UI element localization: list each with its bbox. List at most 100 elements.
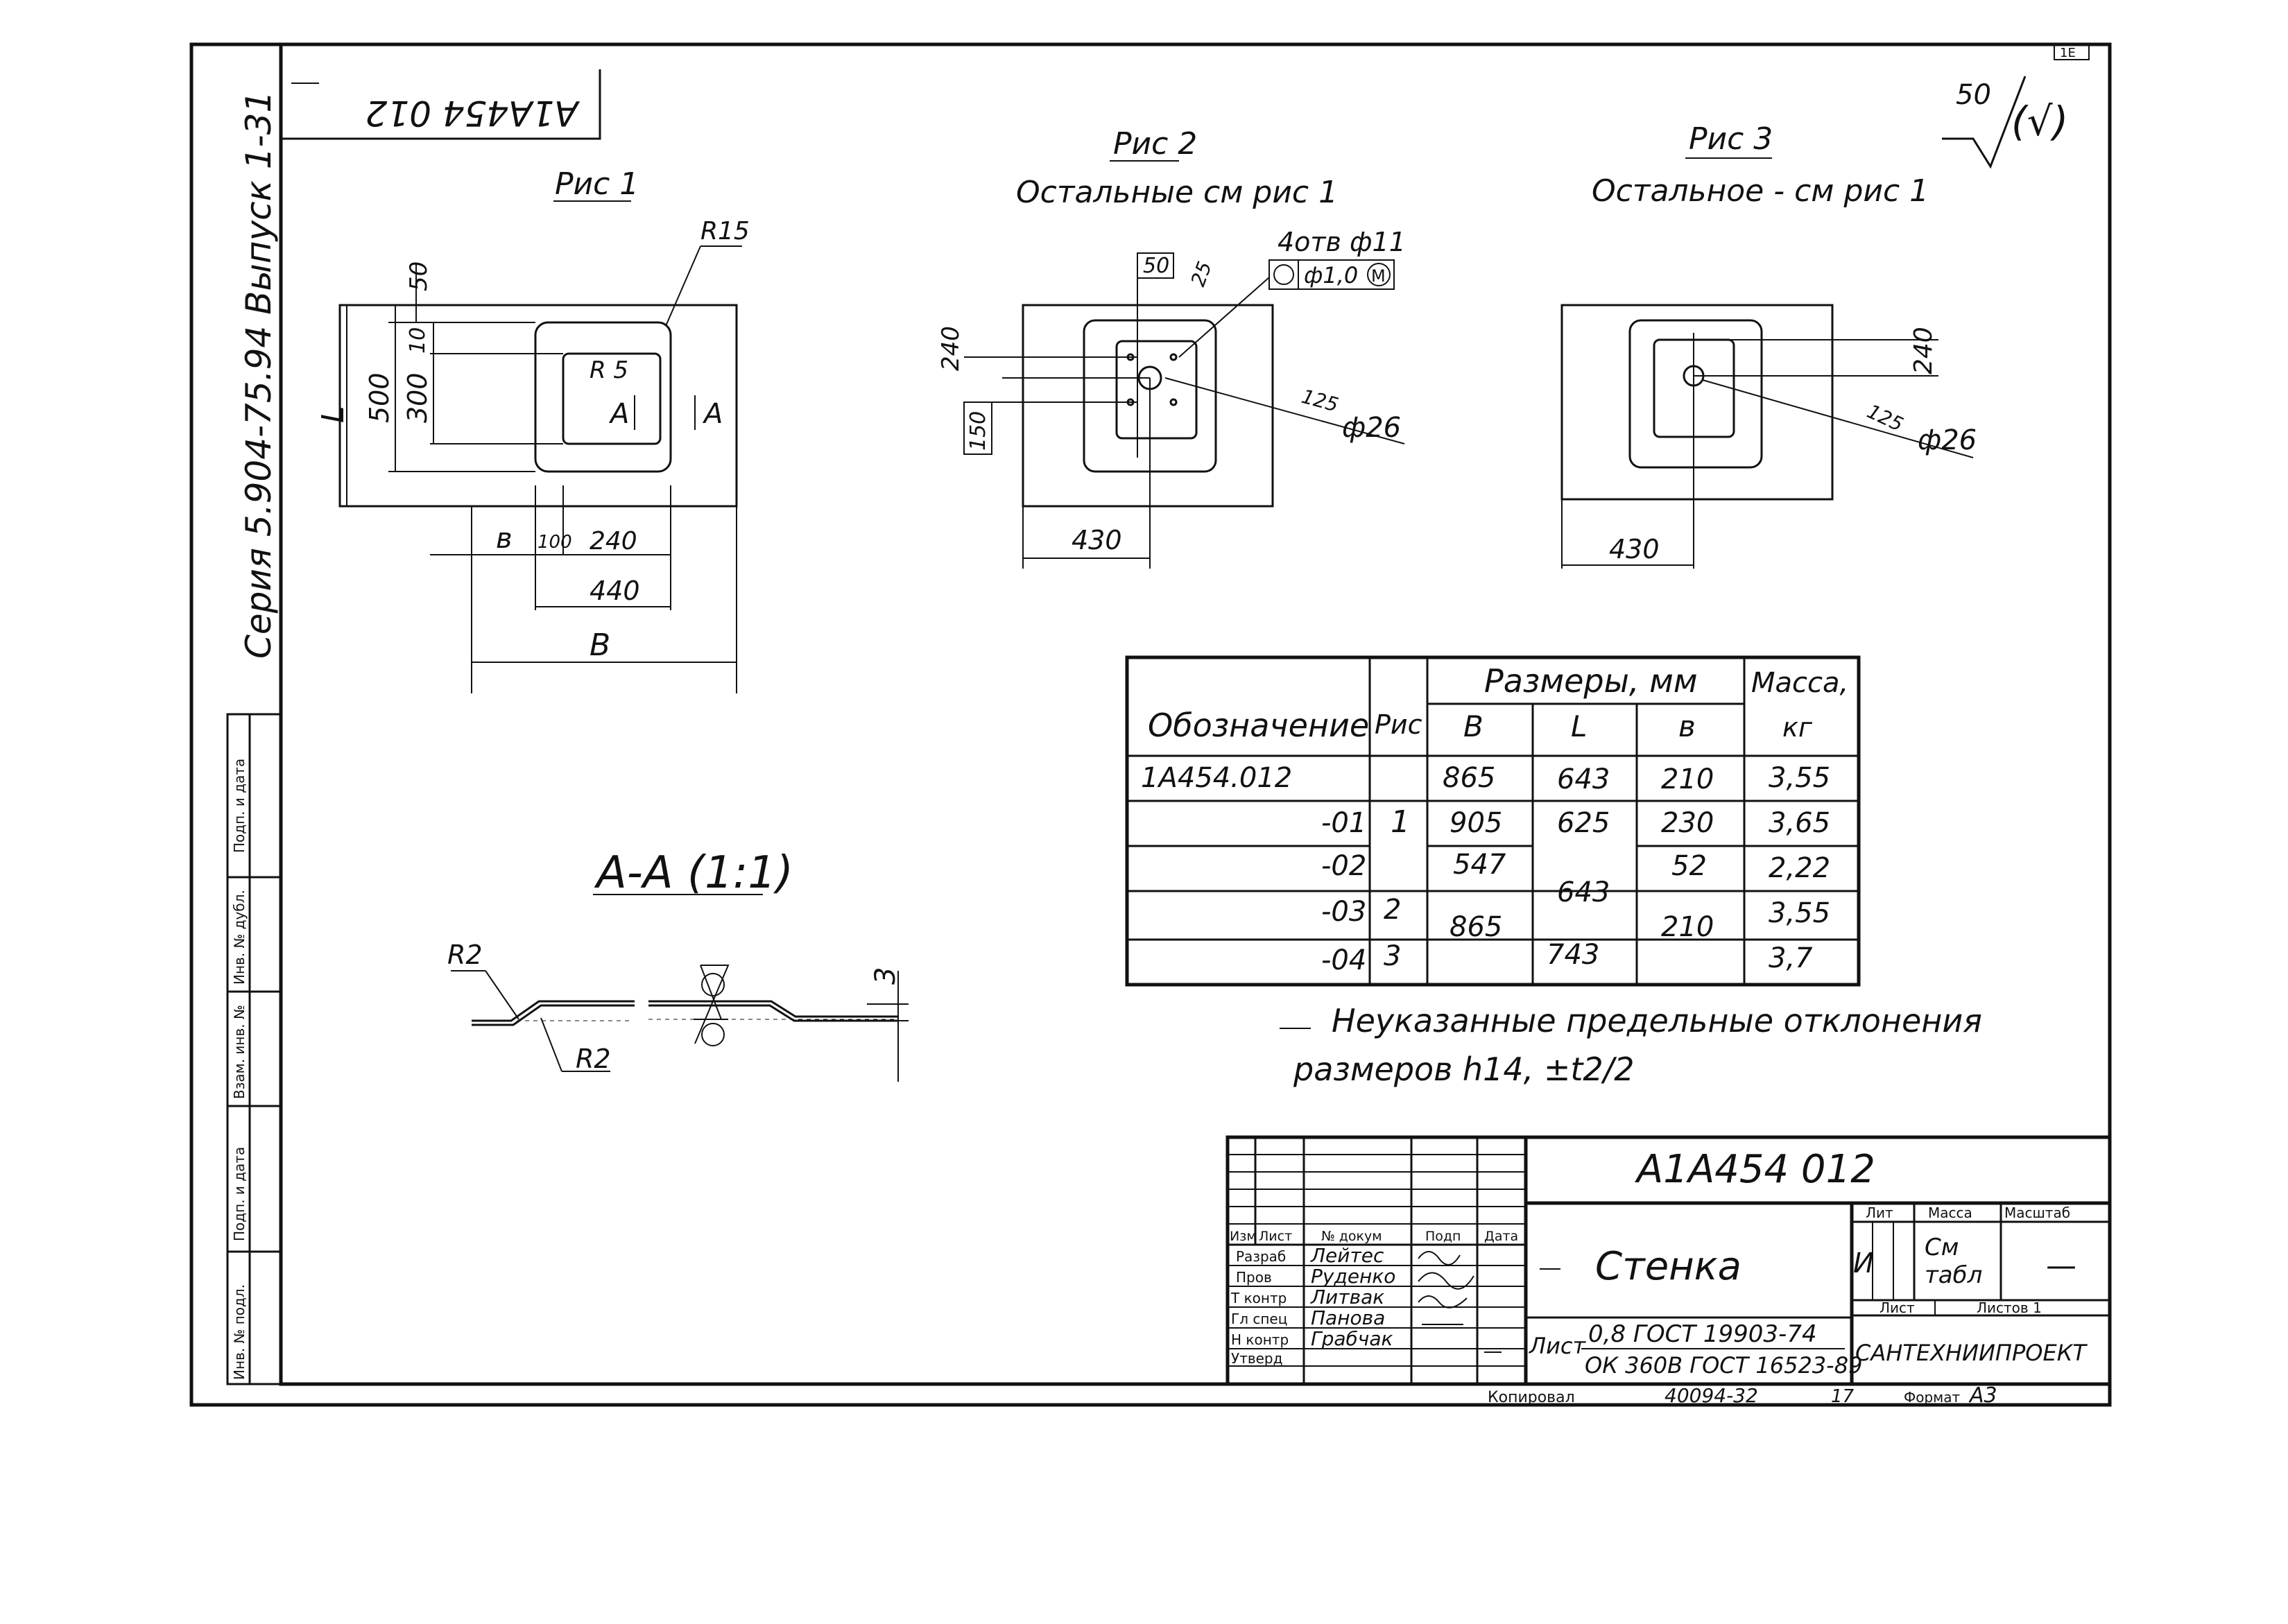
figure-2: Рис 2 Остальные см рис 1 50 25 4отв ф11 … xyxy=(937,126,1406,569)
stamp-role-0: Разраб xyxy=(1236,1248,1286,1265)
roughness-symbol: 50 (√) xyxy=(1942,76,2068,169)
footer-sheet-no: 17 xyxy=(1831,1386,1855,1407)
section-r2-top: R2 xyxy=(447,940,483,970)
row3-designation: -03 xyxy=(1321,896,1366,928)
row1-designation: -01 xyxy=(1321,807,1366,839)
stamp-col-2: № докум xyxy=(1321,1229,1382,1244)
stamp-grid xyxy=(1228,1137,1526,1384)
stamp-role-3: Гл спец xyxy=(1231,1311,1287,1327)
row3-B: 865 xyxy=(1450,911,1502,943)
fig2-dim-150: 150 xyxy=(966,411,990,451)
strip-label-1: Инв. № дубл. xyxy=(231,890,248,985)
fig1-dim-100: 100 xyxy=(537,532,572,553)
fig-group-3: 3 xyxy=(1384,940,1401,972)
stamp-role-5: Утверд xyxy=(1231,1350,1282,1367)
fig1-dim-50: 50 xyxy=(405,261,433,291)
corner-mark-box xyxy=(2054,44,2090,60)
row2-B: 547 xyxy=(1453,849,1506,881)
corner-mark: 1Е xyxy=(2060,46,2076,60)
fig1-inner xyxy=(562,352,662,445)
stamp-name-4: Грабчак xyxy=(1311,1327,1393,1350)
row4-mass: 3,7 xyxy=(1769,942,1813,974)
fig2-dim-430: 430 xyxy=(1072,525,1122,555)
fig2-tolerance: ф1,0 xyxy=(1304,262,1358,288)
th-mass: Масса, xyxy=(1751,667,1848,699)
stamp-sheets-label: Листов 1 xyxy=(1977,1299,2042,1316)
row0-mass: 3,55 xyxy=(1769,762,1830,794)
fig1-window xyxy=(534,321,672,473)
row1-mass: 3,65 xyxy=(1769,807,1830,839)
fig1-dim-300: 300 xyxy=(402,372,433,423)
fig2-dim-50: 50 xyxy=(1143,254,1169,278)
row0-B: 865 xyxy=(1443,762,1495,794)
side-strip: Подп. и дата Инв. № дубл. Взам. инв. № П… xyxy=(226,713,282,1385)
fig1-dim-B: В xyxy=(590,628,610,663)
fig3-dim-125: 125 xyxy=(1864,399,1907,435)
row1-b: 230 xyxy=(1661,807,1714,839)
signature-3 xyxy=(1418,1295,1468,1308)
fig1-dim-b: в xyxy=(496,523,513,555)
stamp-org: САНТЕХНИИПРОЕКТ xyxy=(1855,1340,2088,1366)
row3-mass: 3,55 xyxy=(1769,897,1830,929)
row1-B: 905 xyxy=(1450,807,1502,839)
fig3-outline xyxy=(1560,304,1834,501)
stamp-scale-label: Масштаб xyxy=(2004,1204,2070,1221)
fig1-title: Рис 1 xyxy=(555,166,639,202)
tolerance-note: Неуказанные предельные отклонения размер… xyxy=(1280,1002,1982,1088)
top-code: А1А454 012 xyxy=(365,93,580,133)
section-title: А-А (1:1) xyxy=(594,847,793,899)
fig1-dim-500: 500 xyxy=(364,372,395,423)
stamp-role-1: Пров xyxy=(1236,1269,1272,1286)
fig1-outline xyxy=(338,304,738,508)
th-B: В xyxy=(1463,709,1483,743)
row0-L: 643 xyxy=(1557,763,1610,795)
stamp-mass-value-1: См xyxy=(1925,1234,1959,1261)
section-r2-bottom: R2 xyxy=(576,1044,611,1074)
th-sizes: Размеры, мм xyxy=(1484,662,1698,700)
stamp-col-3: Подп xyxy=(1425,1229,1461,1244)
signature-2 xyxy=(1418,1272,1474,1290)
fig2-phi26: ф26 xyxy=(1342,412,1401,444)
stamp-name-3: Панова xyxy=(1311,1306,1385,1329)
note-line-1: Неуказанные предельные отклонения xyxy=(1332,1002,1982,1039)
fig3-phi26: ф26 xyxy=(1918,424,1977,456)
th-kg: кг xyxy=(1782,712,1813,743)
footer-format-value: А3 xyxy=(1968,1383,1997,1408)
fig3-window xyxy=(1628,319,1763,469)
footer: Копировал 40094-32 17 Формат А3 xyxy=(1488,1383,1997,1408)
stamp-name-1: Руденко xyxy=(1311,1265,1395,1288)
section-a-a: А-А (1:1) R2 R2 3 xyxy=(447,847,909,1082)
fig1-dim-L: L xyxy=(316,406,351,423)
fig2-m: М xyxy=(1371,266,1386,286)
fig3-dim-430: 430 xyxy=(1609,534,1660,564)
stamp-material-top: 0,8 ГОСТ 19903-74 xyxy=(1588,1320,1817,1348)
section-dim-3: 3 xyxy=(870,967,902,985)
roughness-note: (√) xyxy=(2011,98,2068,145)
stamp-lit-label: Лит xyxy=(1866,1204,1893,1221)
th-b: в xyxy=(1678,709,1696,743)
fig1-dim-440: 440 xyxy=(590,576,640,606)
fig3-title: Рис 3 xyxy=(1689,121,1773,157)
fig2-title: Рис 2 xyxy=(1113,126,1197,162)
size-table: Обозначение Рис Размеры, мм В L в Масса,… xyxy=(1125,655,1861,987)
fig2-dim-240: 240 xyxy=(937,326,965,371)
series-side-text: Серия 5.904-75.94 Выпуск 1-31 xyxy=(239,91,279,659)
fig1-dim-10: 10 xyxy=(406,327,430,354)
stamp-material-prefix: Лист xyxy=(1529,1333,1586,1359)
stamp-mass-label: Масса xyxy=(1928,1204,1972,1221)
stamp-col-1: Лист xyxy=(1259,1229,1292,1244)
stamp-lit-value: И xyxy=(1853,1247,1874,1279)
signature-1 xyxy=(1418,1251,1461,1265)
figure-1: Рис 1 50 10 500 300 L R15 R 5 А А xyxy=(316,166,750,693)
fig1-dim-240: 240 xyxy=(590,527,637,555)
fig2-dim-25: 25 xyxy=(1187,259,1216,290)
figure-3: Рис 3 Остальное - см рис 1 240 125 ф26 4… xyxy=(1560,121,1977,569)
row1-L: 625 xyxy=(1557,807,1610,839)
stamp-name-2: Литвак xyxy=(1310,1286,1384,1308)
footer-format-label: Формат xyxy=(1904,1389,1960,1406)
roughness-value: 50 xyxy=(1956,79,1991,111)
stamp-name-0: Лейтес xyxy=(1310,1244,1384,1267)
row4-designation: -04 xyxy=(1321,944,1366,976)
strip-label-2: Взам. инв. № xyxy=(231,1005,248,1099)
row2-L: 643 xyxy=(1557,876,1610,908)
